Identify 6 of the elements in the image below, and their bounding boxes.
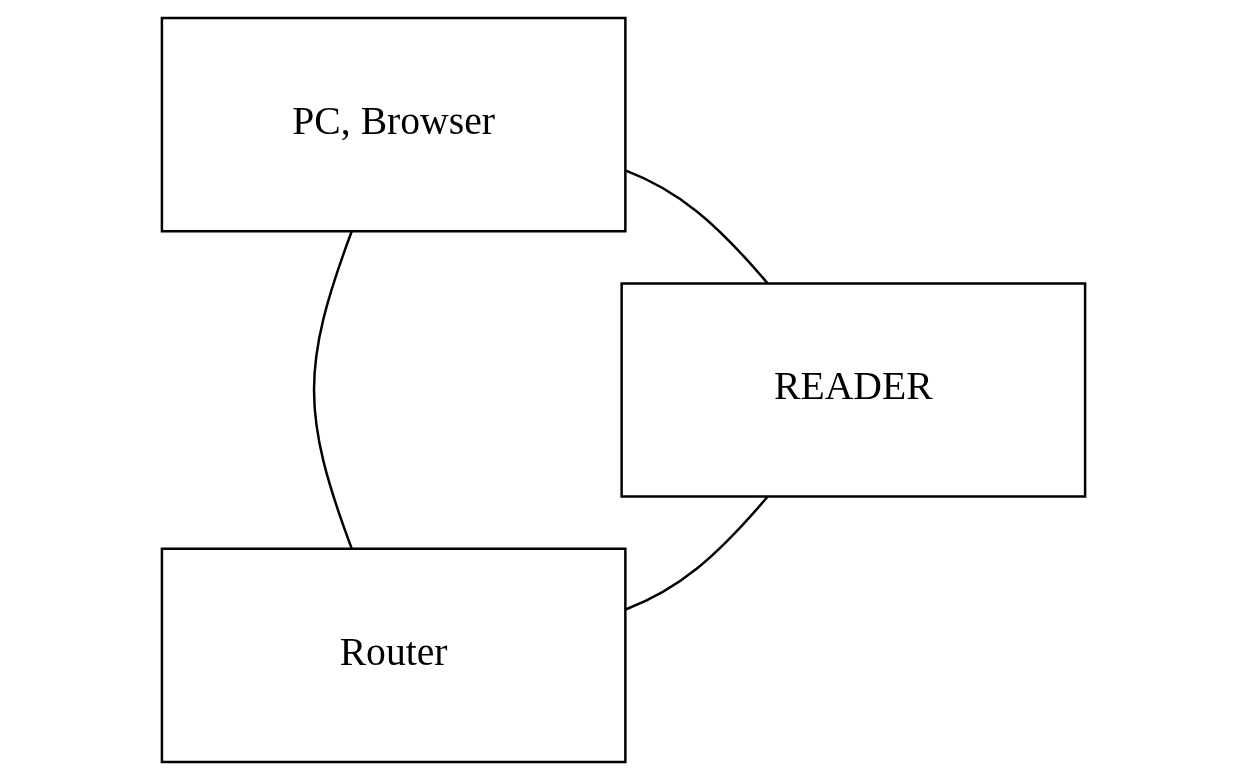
node-box: Router	[160, 547, 627, 764]
node-box: PC, Browser	[160, 16, 627, 233]
connector	[625, 496, 769, 611]
connector	[312, 231, 353, 549]
connector	[624, 169, 769, 284]
node-box: READER	[620, 282, 1087, 498]
